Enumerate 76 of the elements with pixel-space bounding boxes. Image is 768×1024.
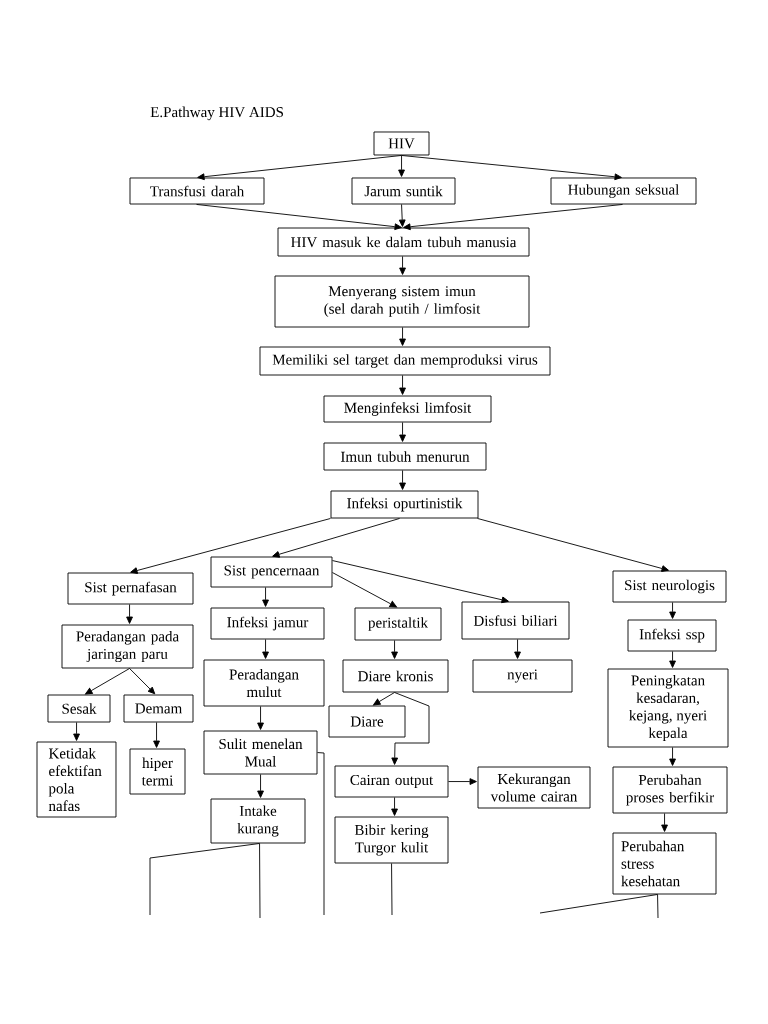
connector-line	[149, 843, 260, 916]
process-box: hiper termi	[129, 748, 186, 795]
arrow	[332, 572, 397, 608]
process-box: Jarum suntik	[351, 177, 456, 205]
process-box: Menginfeksi limfosit	[323, 395, 492, 423]
arrow	[399, 256, 406, 275]
process-box: Infeksi ssp	[627, 619, 717, 652]
connector-line	[317, 752, 325, 916]
arrow	[399, 375, 406, 395]
arrow	[398, 204, 406, 227]
process-box: Perubahan proses berfikir	[612, 766, 728, 814]
arrow	[669, 651, 676, 668]
arrow	[391, 797, 398, 816]
process-box: Diare kronis	[342, 659, 449, 693]
process-box: Transfusi darah	[129, 177, 265, 205]
arrow	[403, 204, 623, 231]
arrow	[448, 778, 477, 785]
process-box: Cairan output	[334, 765, 449, 798]
process-box: HIV masuk ke dalam tubuh manusia	[277, 227, 530, 257]
process-box: Perubahan stress kesehatan	[612, 832, 717, 895]
process-box: Peradangan pada jaringan paru	[61, 624, 194, 669]
process-box: Ketidak efektifan pola nafas	[36, 741, 117, 818]
process-box: Imun tubuh menurun	[323, 442, 487, 471]
title: E.Pathway HIV AIDS	[150, 106, 283, 121]
process-box: Peradangan mulut	[203, 659, 325, 707]
arrow	[196, 204, 402, 231]
arrow	[257, 706, 264, 730]
process-box: Sesak	[47, 694, 111, 723]
process-box: Hubungan seksual	[550, 177, 697, 205]
arrow	[391, 640, 398, 659]
arrow	[257, 774, 264, 798]
process-box: HIV	[373, 131, 430, 156]
arrow	[272, 518, 400, 558]
arrow	[401, 155, 622, 181]
process-box: Infeksi opurtinistik	[330, 490, 479, 519]
arrow	[514, 639, 521, 659]
process-box: Intake kurang	[210, 798, 306, 844]
arrow	[399, 327, 406, 346]
process-box: Kekurangan volume cairan	[477, 766, 591, 809]
arrow	[332, 560, 509, 604]
arrow	[73, 722, 80, 741]
arrow	[153, 722, 160, 748]
process-box: Demam	[123, 694, 194, 723]
process-box: Sist pernafasan	[67, 572, 194, 605]
process-box: Peningkatan kesadaran, kejang, nyeri kepala	[607, 668, 729, 748]
process-box: Infeksi jamur	[210, 607, 325, 640]
arrow	[391, 692, 430, 765]
arrow	[398, 155, 405, 177]
arrow	[262, 587, 269, 607]
arrow	[262, 639, 269, 659]
process-box: Disfusi biliari	[461, 601, 570, 640]
process-box: Menyerang sistem imun (sel darah putih / limfosit	[274, 275, 530, 328]
process-box: Diare	[328, 705, 406, 738]
process-box: Sist neurologis	[612, 570, 727, 603]
process-box: Bibir kering Turgor kulit	[334, 816, 449, 864]
arrow	[130, 518, 331, 574]
arrow	[85, 668, 130, 695]
process-box: nyeri	[472, 659, 573, 693]
arrow	[661, 813, 668, 832]
connector-line	[657, 894, 659, 919]
process-box: Sulit menelan Mual	[203, 730, 318, 775]
connector-line	[259, 843, 261, 919]
process-box: Sist pencernaan	[210, 556, 333, 588]
arrow	[669, 747, 676, 766]
arrow	[669, 602, 676, 619]
arrow	[399, 422, 406, 442]
arrow	[477, 518, 669, 572]
arrow	[129, 668, 156, 695]
arrow	[399, 470, 406, 490]
process-box: peristaltik	[354, 607, 442, 641]
arrow	[126, 604, 133, 624]
connector-line	[539, 894, 658, 914]
arrow	[197, 155, 402, 181]
connector-line	[391, 863, 393, 916]
process-box: Memiliki sel target dan memproduksi virus	[259, 346, 551, 376]
arrow	[373, 692, 395, 706]
